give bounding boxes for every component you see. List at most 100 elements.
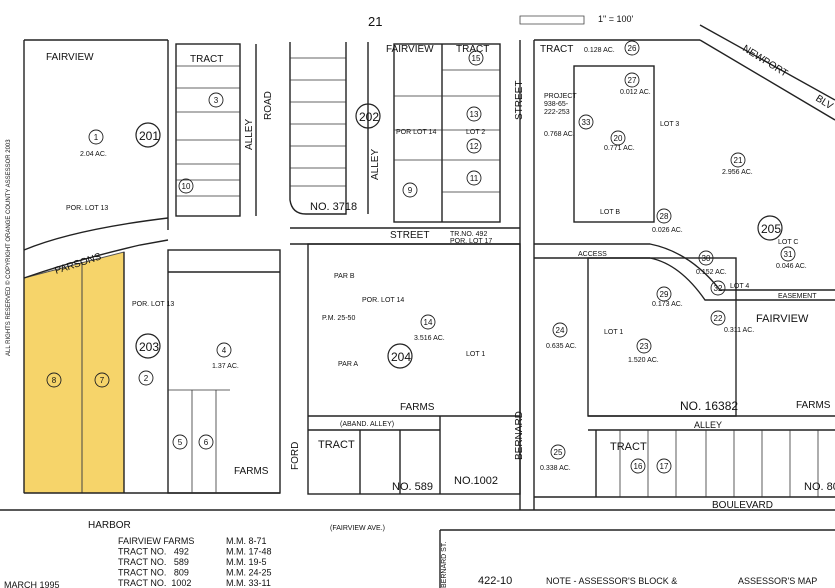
parcel-10-number: 10 bbox=[182, 182, 191, 191]
label-abando-alley: (ABAND. ALLEY) bbox=[340, 421, 394, 428]
acre-31: 0.046 AC. bbox=[776, 263, 807, 270]
parcel-21-circle[interactable] bbox=[730, 152, 746, 168]
acre-30: 0.152 AC. bbox=[696, 269, 727, 276]
note-text: NOTE - ASSESSOR'S BLOCK & bbox=[546, 576, 677, 586]
note-text-2: ASSESSOR'S MAP bbox=[738, 576, 817, 586]
parcel-11-circle[interactable] bbox=[466, 170, 482, 186]
parcel-31-circle[interactable] bbox=[780, 246, 796, 262]
parcel-29-circle[interactable] bbox=[656, 286, 672, 302]
highlighted-parcels[interactable] bbox=[23, 251, 125, 494]
acre-21: 2.956 AC. bbox=[722, 169, 753, 176]
parcel-20-circle[interactable] bbox=[610, 130, 626, 146]
lot-por-14: POR. LOT 14 bbox=[362, 297, 404, 304]
tr-492: TR.NO. 492 bbox=[450, 231, 487, 238]
parcel-29-number: 29 bbox=[660, 290, 669, 299]
parcel-2-number: 2 bbox=[144, 374, 149, 383]
parcel-9-circle[interactable] bbox=[402, 182, 418, 198]
lot-1: LOT 1 bbox=[466, 351, 485, 358]
parcel-23-number: 23 bbox=[640, 342, 649, 351]
legend-tract-name: TRACT NO. 589 bbox=[118, 557, 189, 567]
lot-c: LOT C bbox=[778, 239, 799, 246]
parcel-15-circle[interactable] bbox=[468, 50, 484, 66]
parcel-16-circle[interactable] bbox=[630, 458, 646, 474]
parcel-28-number: 28 bbox=[660, 212, 669, 221]
lot-por-13b: POR. LOT 13 bbox=[132, 301, 174, 308]
pm-25-50: P.M. 25-50 bbox=[322, 315, 355, 322]
acre-26: 0.128 AC. bbox=[584, 47, 615, 54]
street-boulevard: BOULEVARD bbox=[712, 500, 773, 511]
parcel-6-circle[interactable] bbox=[198, 434, 214, 450]
parcel-24-number: 24 bbox=[556, 326, 565, 335]
parcel-7-circle[interactable] bbox=[94, 372, 110, 388]
acre-29: 0.173 AC. bbox=[652, 301, 683, 308]
street-vertical: STREET bbox=[514, 81, 525, 120]
parcel-4-number: 4 bbox=[222, 346, 227, 355]
legend-map-ref: M.M. 17-48 bbox=[226, 547, 272, 557]
legend-map-ref: M.M. 33-11 bbox=[226, 578, 271, 588]
parcel-6-number: 6 bbox=[204, 438, 209, 447]
street-horizontal: STREET bbox=[390, 230, 429, 241]
parcel-25-circle[interactable] bbox=[550, 444, 566, 460]
label-alley-bottom: ALLEY bbox=[694, 420, 722, 430]
parcel-15-number: 15 bbox=[472, 54, 481, 63]
parcel-12-circle[interactable] bbox=[466, 138, 482, 154]
acre-20: 0.771 AC. bbox=[604, 145, 635, 152]
tract-80: NO. 80 bbox=[804, 481, 835, 493]
street-fairview-nw: FAIRVIEW bbox=[46, 52, 94, 63]
parcel-1-circle[interactable] bbox=[88, 129, 104, 145]
scale-label: 1" = 100' bbox=[598, 14, 633, 24]
street-ford: FORD bbox=[290, 442, 301, 470]
acre-27: 0.012 AC. bbox=[620, 89, 651, 96]
acre-28: 0.026 AC. bbox=[652, 227, 683, 234]
parcel-31-number: 31 bbox=[784, 250, 793, 259]
parcel-13-number: 13 bbox=[470, 110, 479, 119]
acre-25: 0.338 AC. bbox=[540, 465, 571, 472]
parcel-8-number: 8 bbox=[52, 376, 57, 385]
parcel-10-circle[interactable] bbox=[178, 178, 194, 194]
legend-tract-name: TRACT NO. 1002 bbox=[118, 578, 191, 588]
parcel-7-number: 7 bbox=[100, 376, 105, 385]
parcel-8-circle[interactable] bbox=[46, 372, 62, 388]
parcel-2-circle[interactable] bbox=[138, 370, 154, 386]
legend-tract-name: FAIRVIEW FARMS bbox=[118, 536, 194, 546]
parcel-30-circle[interactable] bbox=[698, 250, 714, 266]
label-tract: TRACT bbox=[190, 54, 223, 65]
tract-3718: NO. 3718 bbox=[310, 201, 357, 213]
tract-1002: NO.1002 bbox=[454, 475, 498, 487]
parcel-28-circle[interactable] bbox=[656, 208, 672, 224]
block-201: 201 bbox=[139, 129, 159, 143]
par-a: PAR A bbox=[338, 361, 358, 368]
parcel-17-circle[interactable] bbox=[656, 458, 672, 474]
parcel-23-circle[interactable] bbox=[636, 338, 652, 354]
lot-b: LOT B bbox=[600, 209, 620, 216]
parcel-17-number: 17 bbox=[660, 462, 669, 471]
parcel-32-circle[interactable] bbox=[710, 280, 726, 296]
parcel-5-circle[interactable] bbox=[172, 434, 188, 450]
parcel-33-circle[interactable] bbox=[578, 114, 594, 130]
street-alley-v2: ALLEY bbox=[370, 149, 381, 180]
street-alley-v: ALLEY bbox=[244, 119, 255, 150]
parcel-27-circle[interactable] bbox=[624, 72, 640, 88]
parcel-24-circle[interactable] bbox=[552, 322, 568, 338]
label-easement: EASEMENT bbox=[778, 293, 817, 300]
parcel-3-circle[interactable] bbox=[208, 92, 224, 108]
block-203: 203 bbox=[139, 340, 159, 354]
label-tract-right: TRACT bbox=[540, 44, 573, 55]
parcel-22-circle[interactable] bbox=[710, 310, 726, 326]
parcel-14-circle[interactable] bbox=[420, 314, 436, 330]
page-ref-bottom: 422-10 bbox=[478, 575, 512, 587]
parcel-30-number: 30 bbox=[702, 254, 711, 263]
parcel-26-circle[interactable] bbox=[624, 40, 640, 56]
legend-map-ref: M.M. 19-5 bbox=[226, 557, 267, 567]
parcel-4-circle[interactable] bbox=[216, 342, 232, 358]
parcel-3-number: 3 bbox=[214, 96, 219, 105]
lot-por-13: POR. LOT 13 bbox=[66, 205, 108, 212]
page-number: 21 bbox=[368, 14, 382, 29]
parcel-13-circle[interactable] bbox=[466, 106, 482, 122]
lot-3: LOT 3 bbox=[660, 121, 679, 128]
par-b: PAR B bbox=[334, 273, 355, 280]
acre-4: 1.37 AC. bbox=[212, 363, 239, 370]
lot-por-14b: POR LOT 14 bbox=[396, 129, 436, 136]
